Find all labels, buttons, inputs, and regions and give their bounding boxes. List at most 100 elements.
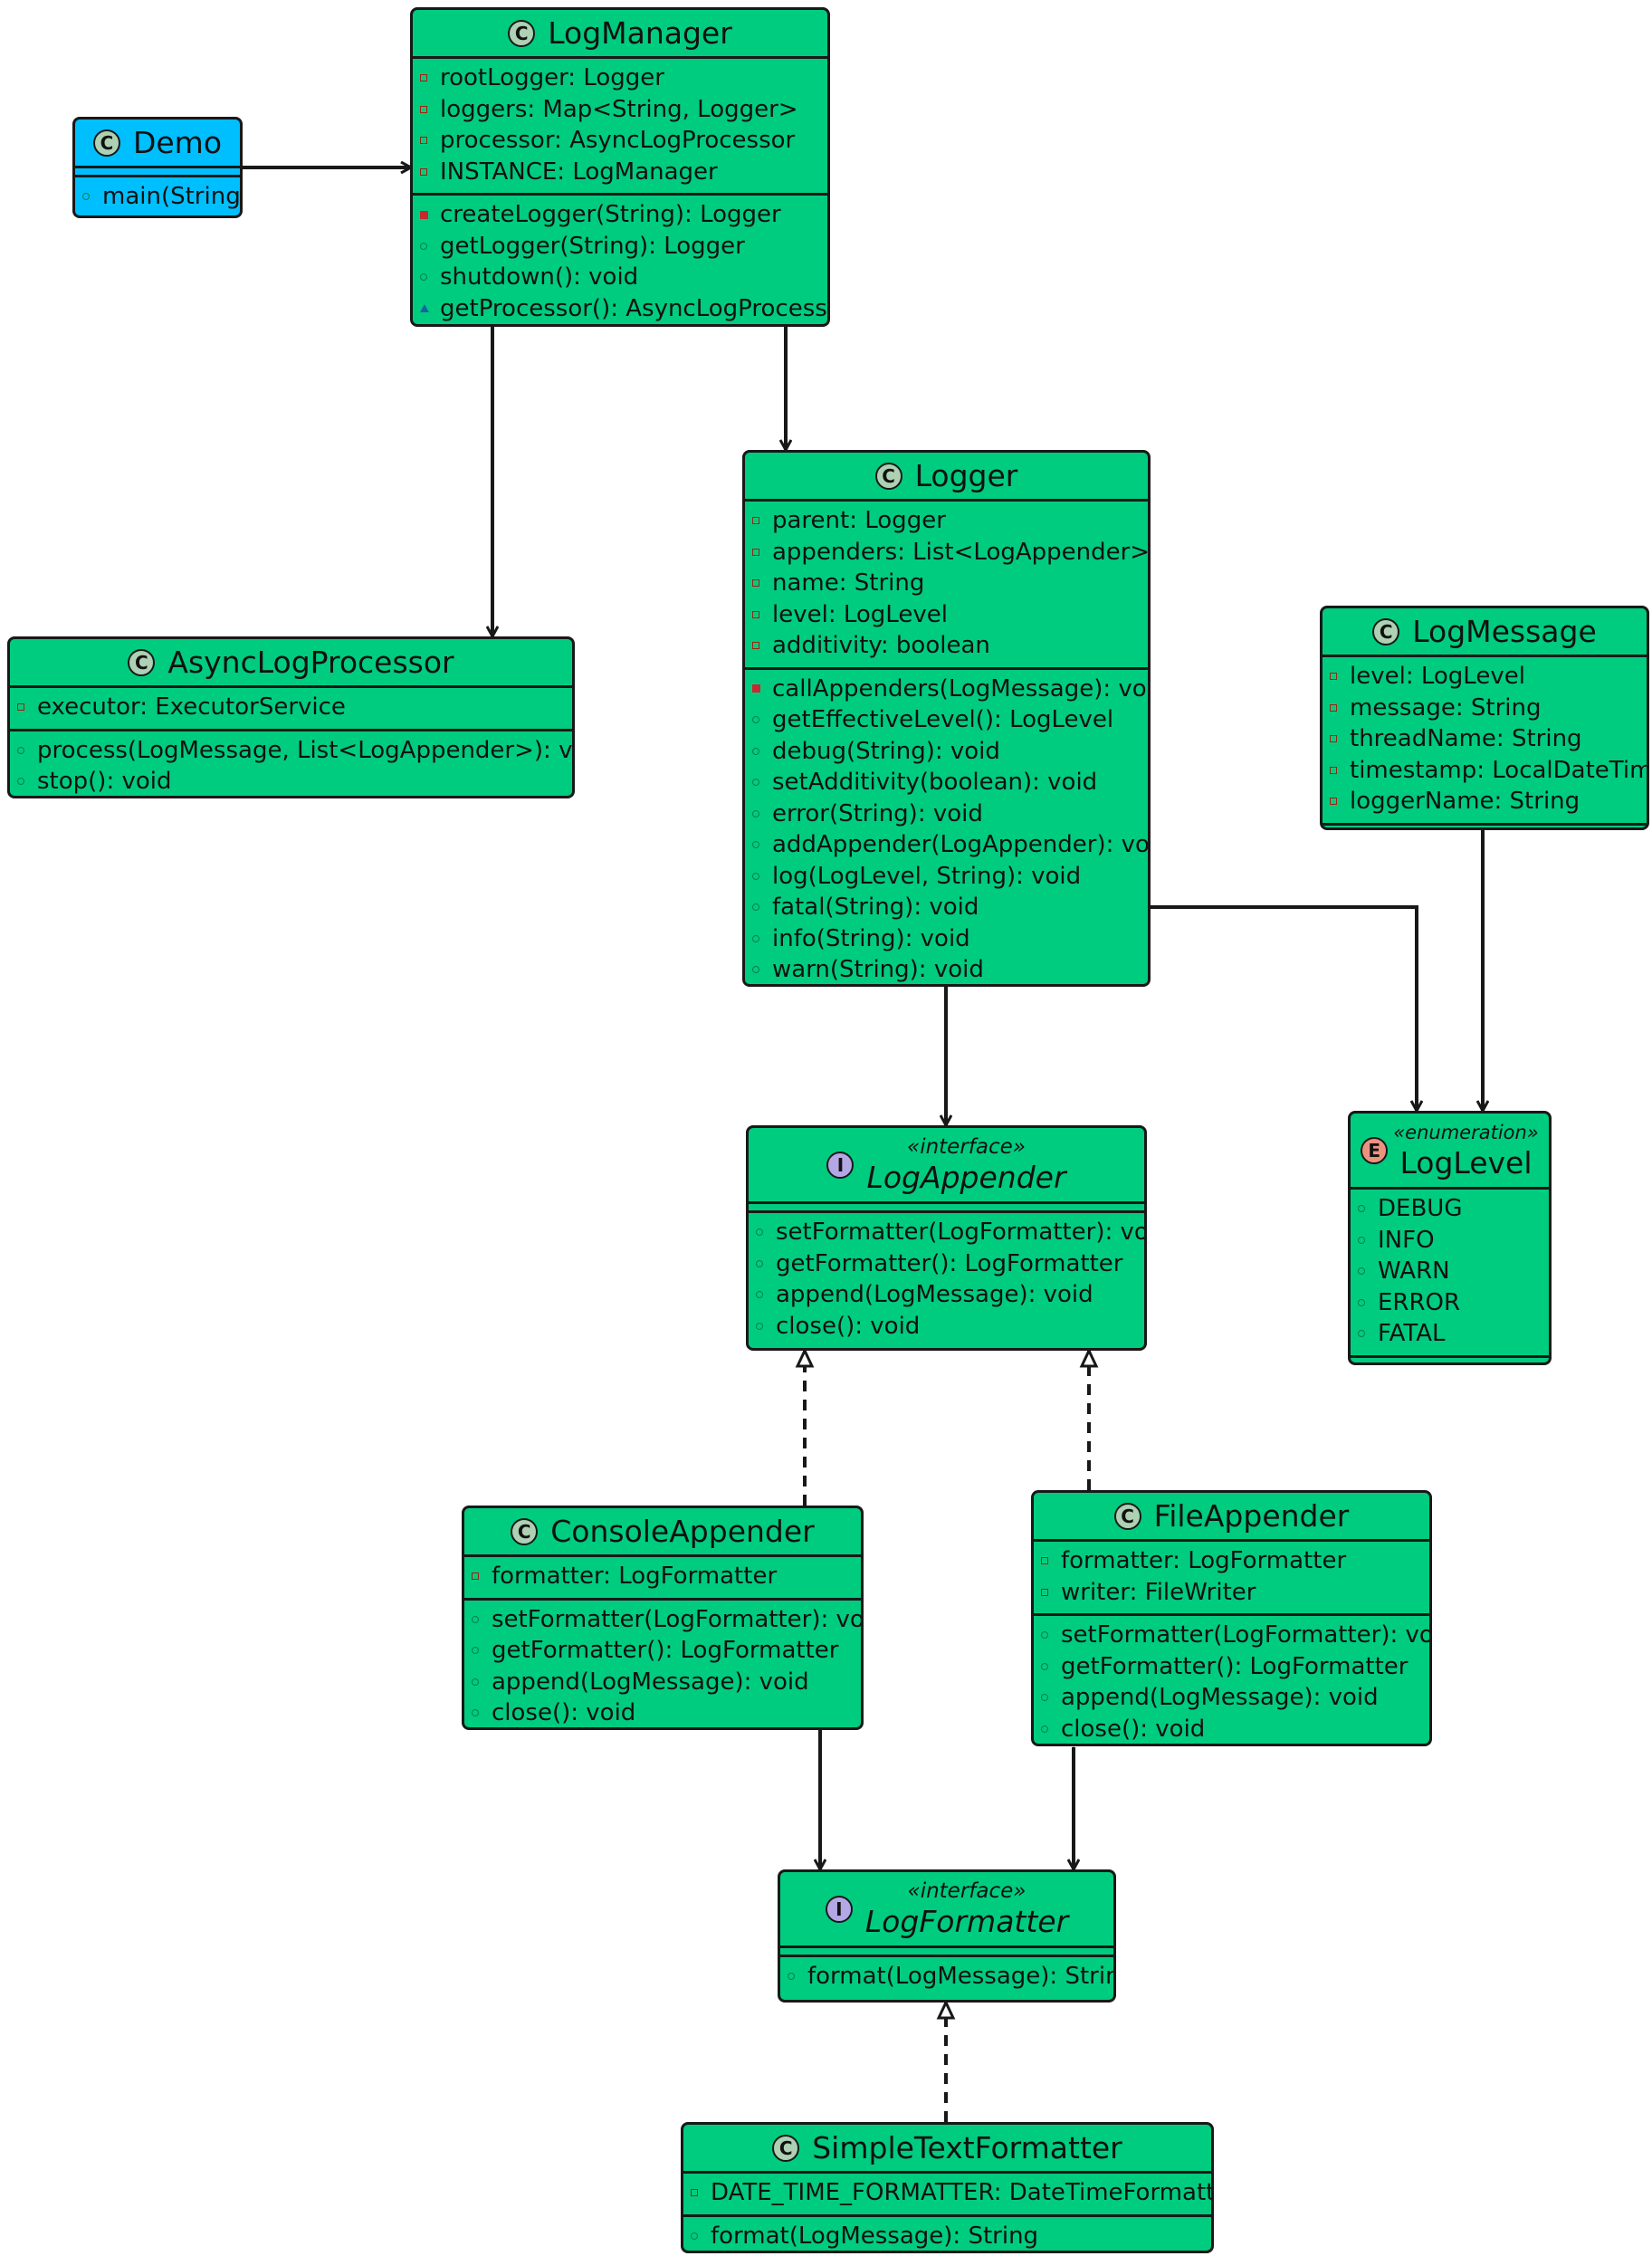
class-logger[interactable]: C Logger parent: Logger appenders: List<… xyxy=(742,450,1151,987)
class-name: LogManager xyxy=(548,14,732,51)
enum-loglevel[interactable]: E «enumeration» LogLevel DEBUG INFO WARN… xyxy=(1348,1111,1552,1365)
class-asynclogprocessor[interactable]: C AsyncLogProcessor executor: ExecutorSe… xyxy=(7,636,575,798)
class-consoleappender[interactable]: C ConsoleAppender formatter: LogFormatte… xyxy=(462,1506,864,1730)
class-header: C ConsoleAppender xyxy=(464,1508,861,1557)
field-row: parent: Logger xyxy=(745,505,1148,537)
public-marker-icon xyxy=(788,1973,795,1981)
private-marker-icon xyxy=(1041,1588,1048,1596)
field-row: formatter: LogFormatter xyxy=(1034,1545,1429,1577)
methods-section: format(LogMessage): String xyxy=(683,2217,1211,2251)
stereotype-label: «interface» xyxy=(907,1878,1027,1903)
public-marker-icon xyxy=(756,1322,763,1330)
field-row: DATE_TIME_FORMATTER: DateTimeFormatter xyxy=(683,2177,1211,2209)
class-name: Demo xyxy=(132,124,223,160)
methods-section: callAppenders(LogMessage): void getEffec… xyxy=(745,670,1148,985)
field-row: loggers: Map<String, Logger> xyxy=(413,94,827,126)
method-row: setAdditivity(boolean): void xyxy=(745,767,1148,798)
methods-section xyxy=(1351,1358,1549,1363)
class-c-icon: C xyxy=(128,648,156,676)
method-row: addAppender(LogAppender): void xyxy=(745,829,1148,861)
private-marker-icon xyxy=(17,703,24,712)
class-demo[interactable]: C Demo main(String) xyxy=(72,117,243,218)
class-simpletextformatter[interactable]: C SimpleTextFormatter DATE_TIME_FORMATTE… xyxy=(681,2122,1214,2253)
fields-section: DATE_TIME_FORMATTER: DateTimeFormatter xyxy=(683,2174,1211,2217)
class-name: LogLevel xyxy=(1399,1144,1533,1181)
method-row: close(): void xyxy=(464,1697,861,1727)
field-row: level: LogLevel xyxy=(745,599,1148,631)
class-header: C FileAppender xyxy=(1034,1493,1429,1542)
public-marker-icon xyxy=(691,2232,698,2240)
field-row: appenders: List<LogAppender> xyxy=(745,537,1148,569)
class-header: C Logger xyxy=(745,453,1148,502)
class-fileappender[interactable]: C FileAppender formatter: LogFormatter w… xyxy=(1031,1490,1432,1746)
private-marker-icon xyxy=(472,1573,479,1581)
enum-value-row: INFO xyxy=(1351,1225,1549,1257)
public-marker-icon xyxy=(1041,1694,1048,1702)
class-header: C Demo xyxy=(75,119,240,168)
class-name: LogAppender xyxy=(866,1159,1066,1195)
methods-section: main(String) xyxy=(75,177,240,215)
package-marker-icon xyxy=(420,304,429,313)
class-c-icon: C xyxy=(1113,1502,1141,1530)
field-row: formatter: LogFormatter xyxy=(464,1561,861,1592)
method-row: error(String): void xyxy=(745,798,1148,830)
class-name: SimpleTextFormatter xyxy=(812,2129,1122,2165)
private-marker-icon xyxy=(1330,703,1337,712)
public-marker-icon xyxy=(752,934,759,942)
fields-section: rootLogger: Logger loggers: Map<String, … xyxy=(413,59,827,196)
class-logmanager[interactable]: C LogManager rootLogger: Logger loggers:… xyxy=(410,7,830,327)
class-header: I «interface» LogAppender xyxy=(749,1128,1144,1204)
class-name: AsyncLogProcessor xyxy=(167,644,454,680)
values-section: DEBUG INFO WARN ERROR FATAL xyxy=(1351,1190,1549,1358)
field-row: loggerName: String xyxy=(1323,786,1647,817)
interface-logappender[interactable]: I «interface» LogAppender setFormatter(L… xyxy=(746,1125,1147,1351)
field-row: additivity: boolean xyxy=(745,630,1148,662)
public-marker-icon xyxy=(420,242,427,250)
fields-section: formatter: LogFormatter writer: FileWrit… xyxy=(1034,1542,1429,1616)
private-marker-icon xyxy=(420,137,427,145)
public-marker-icon xyxy=(752,841,759,849)
method-row: setFormatter(LogFormatter): void xyxy=(1034,1620,1429,1651)
class-c-icon: C xyxy=(508,19,536,47)
relation-logger-loglevel xyxy=(1150,907,1417,1111)
interface-i-icon: I xyxy=(826,1151,855,1179)
field-row: INSTANCE: LogManager xyxy=(413,157,827,188)
class-header: C LogManager xyxy=(413,10,827,59)
method-row: format(LogMessage): String xyxy=(683,2221,1211,2251)
method-row: warn(String): void xyxy=(745,954,1148,984)
method-row: debug(String): void xyxy=(745,736,1148,768)
public-marker-icon xyxy=(1041,1725,1048,1733)
methods-section: format(LogMessage): String xyxy=(780,1957,1113,1998)
enum-e-icon: E xyxy=(1361,1136,1389,1164)
public-marker-icon xyxy=(420,273,427,282)
private-marker-icon xyxy=(1330,798,1337,806)
methods-section: setFormatter(LogFormatter): void getForm… xyxy=(464,1601,861,1728)
field-row: rootLogger: Logger xyxy=(413,62,827,94)
enum-value-row: WARN xyxy=(1351,1256,1549,1287)
public-marker-icon xyxy=(752,779,759,787)
class-logmessage[interactable]: C LogMessage level: LogLevel message: St… xyxy=(1320,606,1649,830)
public-marker-icon xyxy=(1358,1330,1365,1338)
public-marker-icon xyxy=(752,809,759,817)
public-marker-icon xyxy=(17,746,24,754)
fields-section: executor: ExecutorService xyxy=(10,688,572,731)
method-row: getLogger(String): Logger xyxy=(413,231,827,263)
field-row: writer: FileWriter xyxy=(1034,1577,1429,1609)
method-row: log(LogLevel, String): void xyxy=(745,861,1148,893)
method-row: getEffectiveLevel(): LogLevel xyxy=(745,704,1148,736)
methods-section xyxy=(1323,826,1647,828)
class-header: C SimpleTextFormatter xyxy=(683,2125,1211,2174)
method-row: append(LogMessage): void xyxy=(749,1279,1144,1311)
class-name: ConsoleAppender xyxy=(550,1513,815,1549)
method-row: callAppenders(LogMessage): void xyxy=(745,674,1148,705)
interface-logformatter[interactable]: I «interface» LogFormatter format(LogMes… xyxy=(778,1869,1116,2003)
public-marker-icon xyxy=(756,1291,763,1299)
method-row: getFormatter(): LogFormatter xyxy=(749,1248,1144,1280)
fields-section xyxy=(75,168,240,177)
public-marker-icon xyxy=(82,193,90,201)
field-row: threadName: String xyxy=(1323,723,1647,755)
class-name: LogFormatter xyxy=(864,1903,1069,1939)
methods-section: setFormatter(LogFormatter): void getForm… xyxy=(749,1213,1144,1347)
public-marker-icon xyxy=(752,872,759,880)
method-row: append(LogMessage): void xyxy=(1034,1682,1429,1714)
